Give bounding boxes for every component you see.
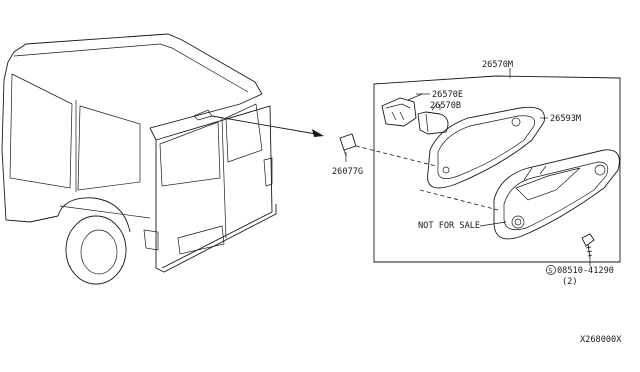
label-screw: 08510-41290 [557, 266, 614, 276]
screw-symbol-letter: S [548, 267, 552, 275]
lamp-housing-part [493, 149, 620, 240]
gasket-part [427, 106, 548, 189]
screw-symbol-icon: S [546, 265, 556, 275]
socket-part [381, 93, 423, 127]
label-clip: 26077G [332, 167, 363, 177]
reference-arrow [211, 115, 324, 137]
clip-part [339, 133, 357, 162]
lamp-location-marker [193, 109, 213, 121]
label-not-for-sale: NOT FOR SALE [418, 221, 480, 231]
install-dashed-line [355, 145, 499, 211]
label-lamp-assembly: 26570M [482, 60, 513, 70]
screw-part [581, 233, 595, 266]
label-socket: 26570E [432, 90, 463, 100]
label-screw-qty: (2) [562, 277, 578, 287]
assembly-frame [373, 75, 621, 263]
diagram-id: X268000X [580, 335, 622, 345]
bulb-part [417, 104, 449, 135]
van-illustration [1, 33, 277, 285]
label-bulb: 26570B [430, 101, 461, 111]
label-gasket: 26593M [550, 114, 581, 124]
